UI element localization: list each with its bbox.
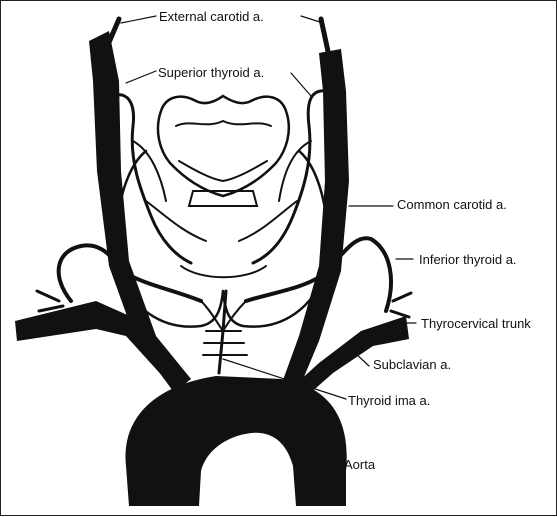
leader-superior-thyroid-right [291, 73, 311, 96]
leader-external-carotid [121, 16, 156, 23]
leader-superior-thyroid [126, 71, 156, 83]
label-thyrocervical-trunk: Thyrocervical trunk [421, 316, 531, 331]
aorta-arch [125, 376, 346, 506]
left-common-carotid-artery [89, 31, 191, 391]
label-thyroid-ima: Thyroid ima a. [348, 393, 430, 408]
label-subclavian: Subclavian a. [373, 357, 451, 372]
label-aorta: Aorta [344, 457, 375, 472]
label-common-carotid: Common carotid a. [397, 197, 507, 212]
trachea [203, 331, 247, 355]
label-superior-thyroid: Superior thyroid a. [158, 65, 264, 80]
label-external-carotid: External carotid a. [159, 9, 264, 24]
cricoid-cartilage [189, 191, 257, 206]
thyroid-isthmus [181, 266, 266, 277]
right-external-carotid-artery [321, 19, 329, 56]
label-inferior-thyroid: Inferior thyroid a. [419, 252, 517, 267]
